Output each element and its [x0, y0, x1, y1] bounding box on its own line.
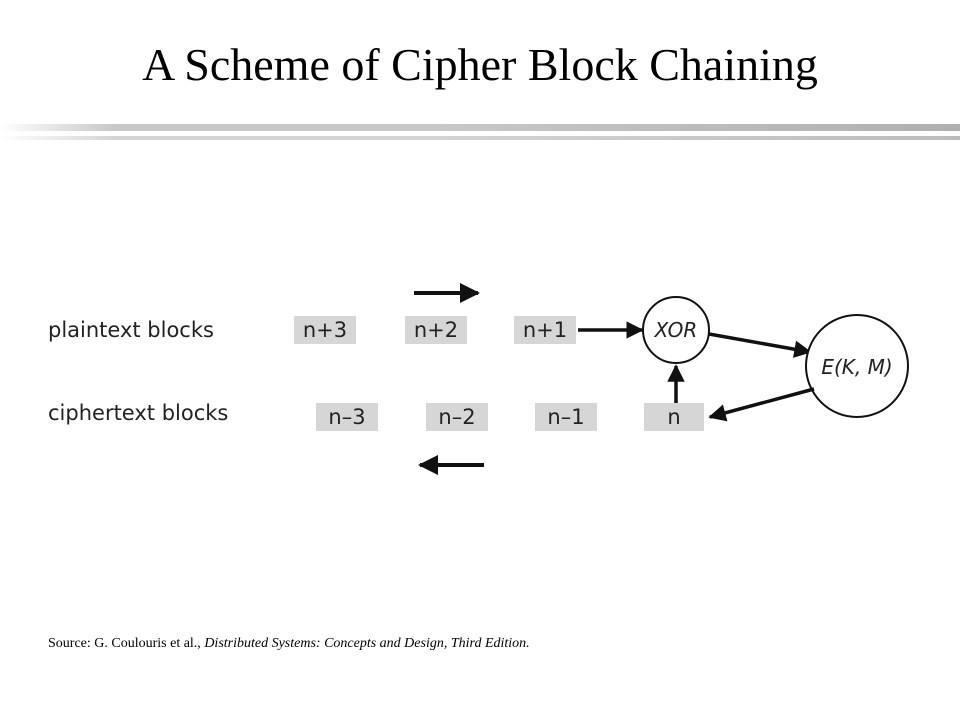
ciphertext-row-label: ciphertext blocks [48, 401, 229, 425]
title-divider-top [0, 124, 960, 131]
plaintext-block: n+3 [294, 316, 356, 344]
encrypt-node-label: E(K, M) [821, 355, 892, 379]
arrow-xor-to-encrypt [708, 332, 812, 358]
ciphertext-block: n–3 [316, 403, 378, 431]
ciphertext-block: n–2 [426, 403, 488, 431]
xor-node-label: XOR [654, 318, 698, 342]
xor-node-circle [642, 296, 710, 364]
slide-title: A Scheme of Cipher Block Chaining [142, 39, 818, 90]
plaintext-block: n+1 [514, 316, 576, 344]
title-divider-bottom [0, 136, 960, 140]
arrow-encrypt-to-ciphertext [708, 387, 815, 422]
plaintext-block: n+2 [405, 316, 467, 344]
source-book-title: Distributed Systems: Concepts and Design… [204, 636, 530, 651]
ciphertext-block: n [644, 403, 704, 431]
plaintext-row-label: plaintext blocks [48, 318, 214, 342]
source-citation: Source: G. Coulouris et al., Distributed… [48, 636, 530, 652]
source-prefix: Source: G. Coulouris et al., [48, 636, 205, 651]
ciphertext-block: n–1 [535, 403, 597, 431]
encrypt-node-circle [805, 314, 909, 418]
